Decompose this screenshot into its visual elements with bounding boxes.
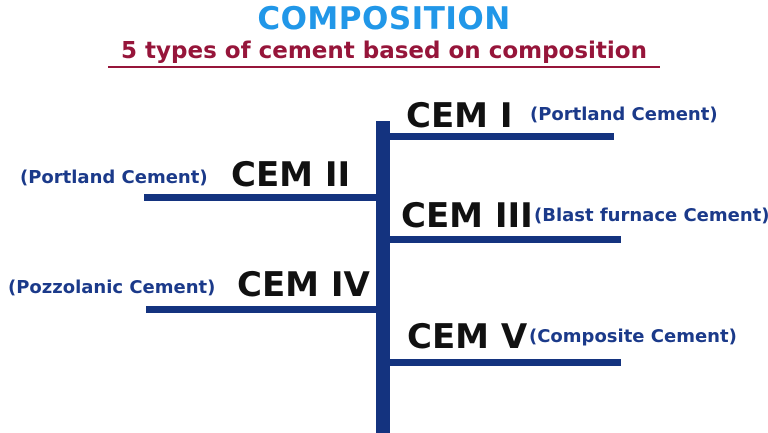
branch-line-cem-3 [385, 236, 621, 243]
branch-line-cem-4 [146, 306, 380, 313]
diagram-subtitle: 5 types of cement based on composition [121, 38, 647, 64]
cem-3-label: CEM III [401, 196, 533, 236]
branch-line-cem-1 [385, 133, 614, 140]
branch-line-cem-2 [144, 194, 380, 201]
main-trunk-line [376, 121, 390, 433]
cem-5-description: (Composite Cement) [529, 326, 737, 347]
diagram-title: COMPOSITION [257, 1, 511, 37]
cem-1-description: (Portland Cement) [530, 104, 718, 125]
cem-3-description: (Blast furnace Cement) [534, 205, 768, 226]
cem-1-label: CEM I [406, 96, 513, 136]
branch-line-cem-5 [385, 359, 621, 366]
cem-4-description: (Pozzolanic Cement) [8, 277, 216, 298]
cem-2-description: (Portland Cement) [20, 167, 208, 188]
cem-2-label: CEM II [231, 155, 351, 195]
cem-5-label: CEM V [407, 317, 528, 357]
subtitle-underline [108, 66, 660, 68]
cem-4-label: CEM IV [237, 265, 370, 305]
